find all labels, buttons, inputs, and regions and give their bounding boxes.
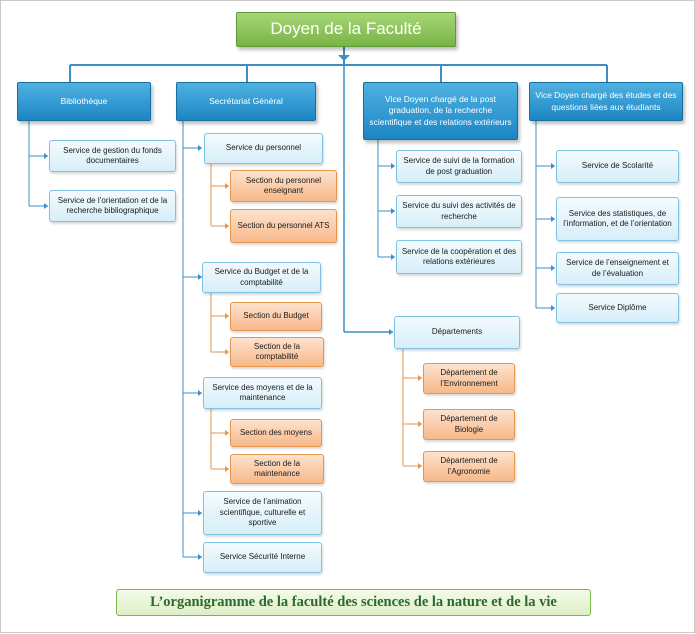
connector-arrow <box>225 313 229 319</box>
connector-arrow <box>391 254 395 260</box>
departements-box: Départements <box>394 316 520 349</box>
chart-caption: L’organigramme de la faculté des science… <box>116 589 591 616</box>
secretariat-box: Secrétariat Général <box>176 82 316 121</box>
connector-arrow <box>225 349 229 355</box>
service-suivi-recherche: Service du suivi des activités de recher… <box>396 195 522 228</box>
section-comptabilite: Section de la comptabilité <box>230 337 324 367</box>
service-cooperation: Service de la coopération et des relatio… <box>396 240 522 274</box>
connector-arrow <box>198 510 202 516</box>
connector-arrow <box>389 329 393 335</box>
service-moyens-maintenance: Service des moyens et de la maintenance <box>203 377 322 409</box>
doyen-box: Doyen de la Faculté <box>236 12 456 47</box>
service-securite-interne: Service Sécurité Interne <box>203 542 322 573</box>
section-maintenance: Section de la maintenance <box>230 454 324 484</box>
service-orientation-recherche: Service de l’orientation et de la recher… <box>49 190 176 222</box>
connector-arrow <box>418 375 422 381</box>
connector-arrow <box>44 203 48 209</box>
connector-arrow <box>338 55 350 61</box>
section-budget: Section du Budget <box>230 302 322 331</box>
connector-arrow <box>551 265 555 271</box>
connector-arrow <box>44 153 48 159</box>
connector-arrow <box>418 421 422 427</box>
service-scolarite: Service de Scolarité <box>556 150 679 183</box>
connector-arrow <box>551 163 555 169</box>
connector-arrow <box>225 223 229 229</box>
vice-doyen-post-graduation-box: Vice Doyen chargé de la post graduation,… <box>363 82 518 140</box>
connector-arrow <box>198 274 202 280</box>
connector-arrow <box>551 305 555 311</box>
service-gestion-fonds: Service de gestion du fonds documentaire… <box>49 140 176 172</box>
service-suivi-post-graduation: Service de suivi de la formation de post… <box>396 150 522 183</box>
service-diplome: Service Diplôme <box>556 293 679 323</box>
bibliotheque-box: Bibliothèque <box>17 82 151 121</box>
service-statistiques: Service des statistiques, de l’informati… <box>556 197 679 241</box>
connector-arrow <box>225 466 229 472</box>
connector-arrow <box>198 390 202 396</box>
service-animation: Service de l’animation scientifique, cul… <box>203 491 322 535</box>
connector-arrow <box>225 430 229 436</box>
departement-agronomie: Département de l’Agronomie <box>423 451 515 482</box>
connector-arrow <box>198 554 202 560</box>
connector-arrow <box>198 145 202 151</box>
section-personnel-ats: Section du personnel ATS <box>230 209 337 243</box>
connector-arrow <box>391 208 395 214</box>
connector-arrow <box>391 163 395 169</box>
service-budget-comptabilite: Service du Budget et de la comptabilité <box>202 262 321 293</box>
connector-arrow <box>418 463 422 469</box>
connector-arrow <box>551 216 555 222</box>
departement-biologie: Département de Biologie <box>423 409 515 440</box>
section-personnel-enseignant: Section du personnel enseignant <box>230 170 337 202</box>
departement-environnement: Département de l’Environnement <box>423 363 515 394</box>
connector-arrow <box>225 183 229 189</box>
vice-doyen-etudes-box: Vice Doyen chargé des études et des ques… <box>529 82 683 121</box>
section-moyens: Section des moyens <box>230 419 322 447</box>
service-enseignement-evaluation: Service de l’enseignement et de l’évalua… <box>556 252 679 285</box>
service-personnel: Service du personnel <box>204 133 323 164</box>
